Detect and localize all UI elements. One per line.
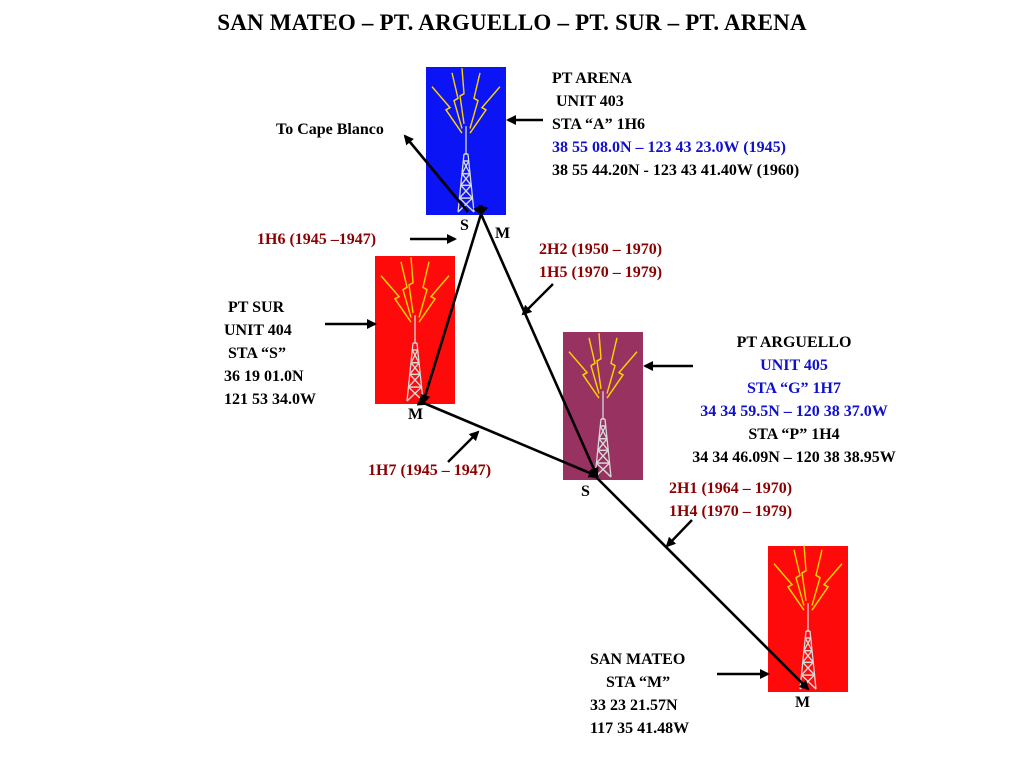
arena-sta: STA “A” 1H6 (552, 116, 646, 133)
arguello-unit: UNIT 405 (760, 357, 828, 374)
sur-sta: STA “S” (224, 345, 286, 362)
mateo-station-box (768, 544, 848, 692)
link-arena-sur-label: 1H6 (1945 –1947) (257, 231, 377, 248)
link-sur-arguello (416, 396, 599, 478)
sur-lon: 121 53 34.0W (224, 391, 316, 408)
arena-coord-1945: 38 55 08.0N – 123 43 23.0W (1945) (552, 139, 786, 156)
arguello-sta-p: STA “P” 1H4 (748, 426, 840, 443)
link-arena-arguello-labels: 2H2 (1950 – 1970) 1H5 (1970 – 1979) (539, 238, 662, 284)
link-arguello-mateo-label-2: 1H4 (1970 – 1979) (669, 503, 793, 520)
arena-coord-1960: 38 55 44.20N - 123 43 41.40W (1960) (552, 162, 800, 179)
arguello-sta-g: STA “G” 1H7 (747, 380, 841, 397)
cape-blanco-label: To Cape Blanco (276, 121, 384, 138)
pointer-arguello-mateo-link (665, 519, 693, 548)
sur-lat: 36 19 01.0N (224, 368, 304, 385)
arena-m-label: M (495, 225, 511, 242)
pointer-sur-arguello-link (447, 430, 480, 463)
arena-info: PT ARENA UNIT 403 STA “A” 1H6 38 55 08.0… (552, 67, 799, 182)
arena-unit: UNIT 403 (552, 93, 624, 110)
link-arena-sur (420, 204, 489, 405)
link-arguello-mateo-labels: 2H1 (1964 – 1970) 1H4 (1970 – 1979) (669, 477, 792, 523)
sur-name: PT SUR (224, 299, 285, 316)
sur-m-label: M (408, 406, 424, 423)
arguello-name: PT ARGUELLO (736, 334, 852, 351)
arena-station-box (426, 67, 506, 215)
page-title: SAN MATEO – PT. ARGUELLO – PT. SUR – PT.… (217, 10, 807, 35)
arguello-coord-g: 34 34 59.5N – 120 38 37.0W (700, 403, 888, 420)
sur-station-box (375, 256, 455, 404)
arguello-info: PT ARGUELLO UNIT 405 STA “G” 1H7 34 34 5… (665, 331, 923, 469)
mateo-name: SAN MATEO (590, 651, 686, 668)
arguello-coord-p: 34 34 46.09N – 120 38 38.95W (692, 449, 896, 466)
link-arena-arguello-label-2: 1H5 (1970 – 1979) (539, 264, 663, 281)
mateo-info: SAN MATEO STA “M” 33 23 21.57N 117 35 41… (590, 648, 689, 740)
link-arguello-mateo (587, 468, 810, 691)
sur-info: PT SUR UNIT 404 STA “S” 36 19 01.0N 121 … (224, 296, 316, 411)
mateo-lat: 33 23 21.57N (590, 697, 678, 714)
mateo-sta: STA “M” (606, 674, 671, 691)
link-arena-cape-blanco (403, 134, 470, 213)
link-sur-arguello-label: 1H7 (1945 – 1947) (368, 462, 492, 479)
arguello-station-box (563, 332, 643, 480)
link-arena-arguello-label-1: 2H2 (1950 – 1970) (539, 241, 663, 258)
arena-s-label: S (460, 217, 469, 234)
mateo-m-label: M (795, 694, 811, 711)
arguello-s-label: S (581, 483, 590, 500)
pointer-arena-arguello-link (521, 283, 554, 316)
arena-name: PT ARENA (552, 70, 633, 87)
sur-unit: UNIT 404 (224, 322, 292, 339)
mateo-lon: 117 35 41.48W (590, 720, 690, 737)
link-arguello-mateo-label-1: 2H1 (1964 – 1970) (669, 480, 793, 497)
